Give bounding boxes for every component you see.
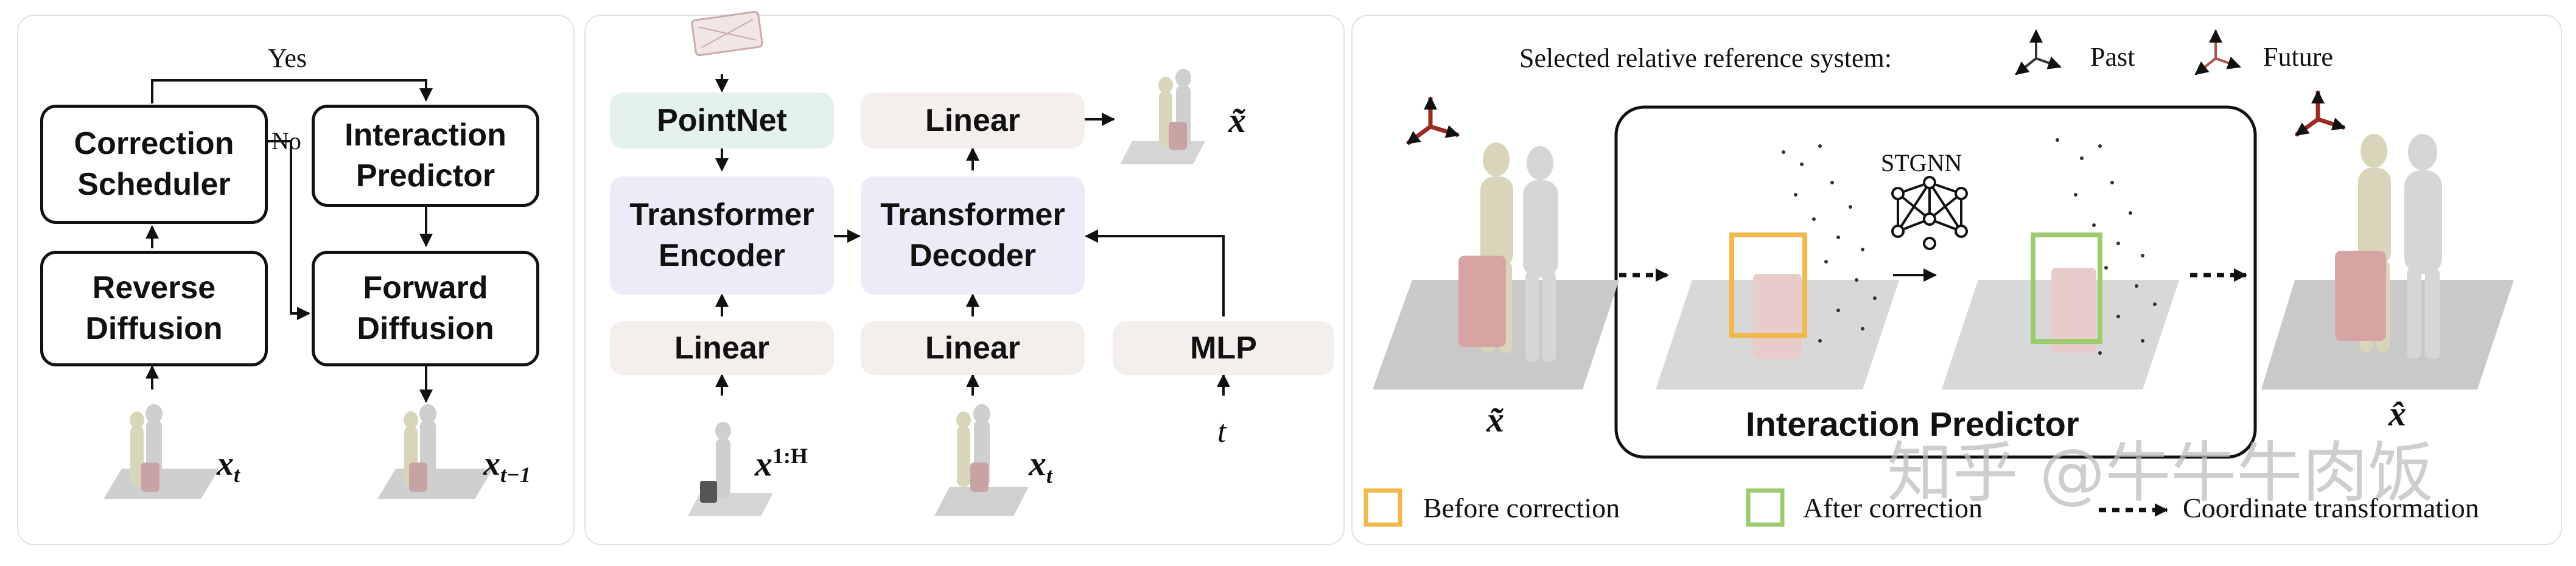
future-label: Future xyxy=(2263,42,2333,72)
point-cloud-after xyxy=(2056,138,2157,355)
correction-scheduler-box: Correction Scheduler xyxy=(40,105,268,224)
reverse-diffusion-box: Reverse Diffusion xyxy=(40,251,268,366)
no-connector xyxy=(268,140,310,320)
x-history-label: x1:H xyxy=(755,444,808,484)
interaction-predictor-caption: Interaction Predictor xyxy=(1746,405,2079,443)
x-hat-scene-label: x̂ xyxy=(2389,394,2406,433)
legend-after-label: After correction xyxy=(1803,492,1983,523)
no-label: No xyxy=(271,127,301,155)
past-label: Past xyxy=(2090,42,2135,72)
watermark-text: 知乎 @牛牛牛肉饭 xyxy=(1887,435,2434,511)
stgnn-label: STGNN xyxy=(1881,149,1962,176)
pointnet-box: PointNet xyxy=(610,93,834,148)
transformer-encoder-box: Transformer Encoder xyxy=(610,176,834,295)
legend-before-label: Before correction xyxy=(1423,492,1620,523)
stgnn-network-icon xyxy=(1891,176,1968,250)
linear-box-top: Linear xyxy=(861,93,1085,148)
future-frame-left-icon xyxy=(1405,96,1460,145)
xt-input-label: xt xyxy=(1029,444,1053,488)
legend-transform-label: Coordinate transformation xyxy=(2183,492,2479,523)
forward-diffusion-box: Forward Diffusion xyxy=(312,251,539,366)
suitcase-right xyxy=(2335,251,2386,341)
interaction-predictor-box: Interaction Predictor xyxy=(312,105,539,207)
after-correction-box xyxy=(2031,232,2102,344)
future-axis-icon xyxy=(2194,29,2241,75)
legend-before-swatch xyxy=(1363,488,1402,527)
linear-box-left: Linear xyxy=(610,321,834,375)
linear-box-mid: Linear xyxy=(861,321,1085,375)
x-tilde-scene-label: x̃ xyxy=(1486,400,1504,439)
reference-system-label: Selected relative reference system: xyxy=(1519,43,1892,73)
mlp-box: MLP xyxy=(1113,321,1334,375)
xt-label-left: xt xyxy=(217,445,240,487)
future-frame-right-icon xyxy=(2294,90,2346,137)
t-input-label: t xyxy=(1217,414,1227,449)
past-axis-icon xyxy=(2015,29,2062,75)
yes-connector xyxy=(151,79,433,103)
transformer-decoder-box: Transformer Decoder xyxy=(861,176,1085,295)
yes-label: Yes xyxy=(268,43,307,73)
xt-minus-1-label: xt−1 xyxy=(483,445,531,487)
before-correction-box xyxy=(1729,232,1807,338)
suitcase-left xyxy=(1458,256,1506,347)
object-scan-icon xyxy=(691,10,763,57)
x-tilde-output-label: x̃ xyxy=(1228,100,1246,140)
point-cloud-before xyxy=(1782,144,1877,343)
legend-after-swatch xyxy=(1746,488,1785,527)
